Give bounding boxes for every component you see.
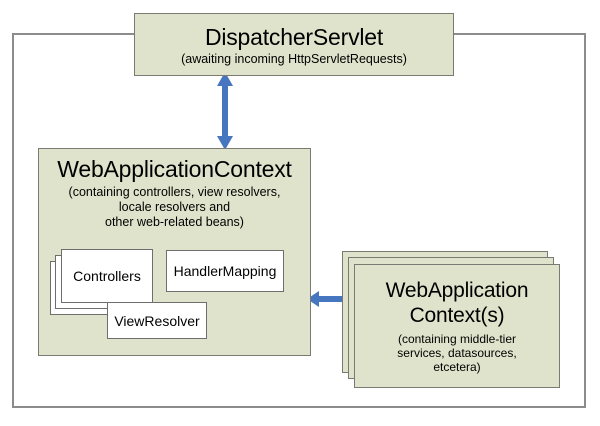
dispatcher-servlet-title: DispatcherServlet — [204, 24, 384, 51]
web-application-context-title: WebApplicationContext — [57, 156, 292, 182]
root-context-title-line-1: WebApplication — [385, 278, 529, 302]
view-resolver-label: ViewResolver — [114, 312, 200, 329]
controllers-label: Controllers — [73, 268, 141, 284]
root-context-subtitle: (containing middle-tier services, dataso… — [397, 332, 516, 374]
dispatcher-servlet-box: DispatcherServlet (awaiting incoming Htt… — [134, 13, 454, 76]
subtitle-line: locale resolvers and — [118, 199, 231, 214]
subtitle-line: (containing middle-tier — [397, 331, 517, 346]
web-application-context-subtitle: (containing controllers, view resolvers,… — [39, 185, 310, 229]
view-resolver-box: ViewResolver — [107, 302, 207, 339]
subtitle-line: (containing controllers, view resolvers, — [68, 185, 281, 199]
controllers-box: Controllers — [61, 249, 153, 303]
root-context-title-line-2: Context(s) — [409, 303, 505, 327]
handler-mapping-box: HandlerMapping — [166, 250, 284, 292]
subtitle-line: services, datasources, — [397, 345, 517, 360]
handler-mapping-label: HandlerMapping — [173, 263, 277, 279]
subtitle-line: other web-related beans) — [105, 214, 244, 229]
root-web-application-contexts-stack: WebApplication Context(s) (containing mi… — [342, 251, 564, 391]
root-web-application-context-box: WebApplication Context(s) (containing mi… — [354, 264, 560, 388]
dispatcher-to-web-context-arrow — [216, 72, 234, 150]
subtitle-line: etcetera) — [433, 360, 481, 375]
dispatcher-servlet-subtitle: (awaiting incoming HttpServletRequests) — [181, 52, 407, 67]
